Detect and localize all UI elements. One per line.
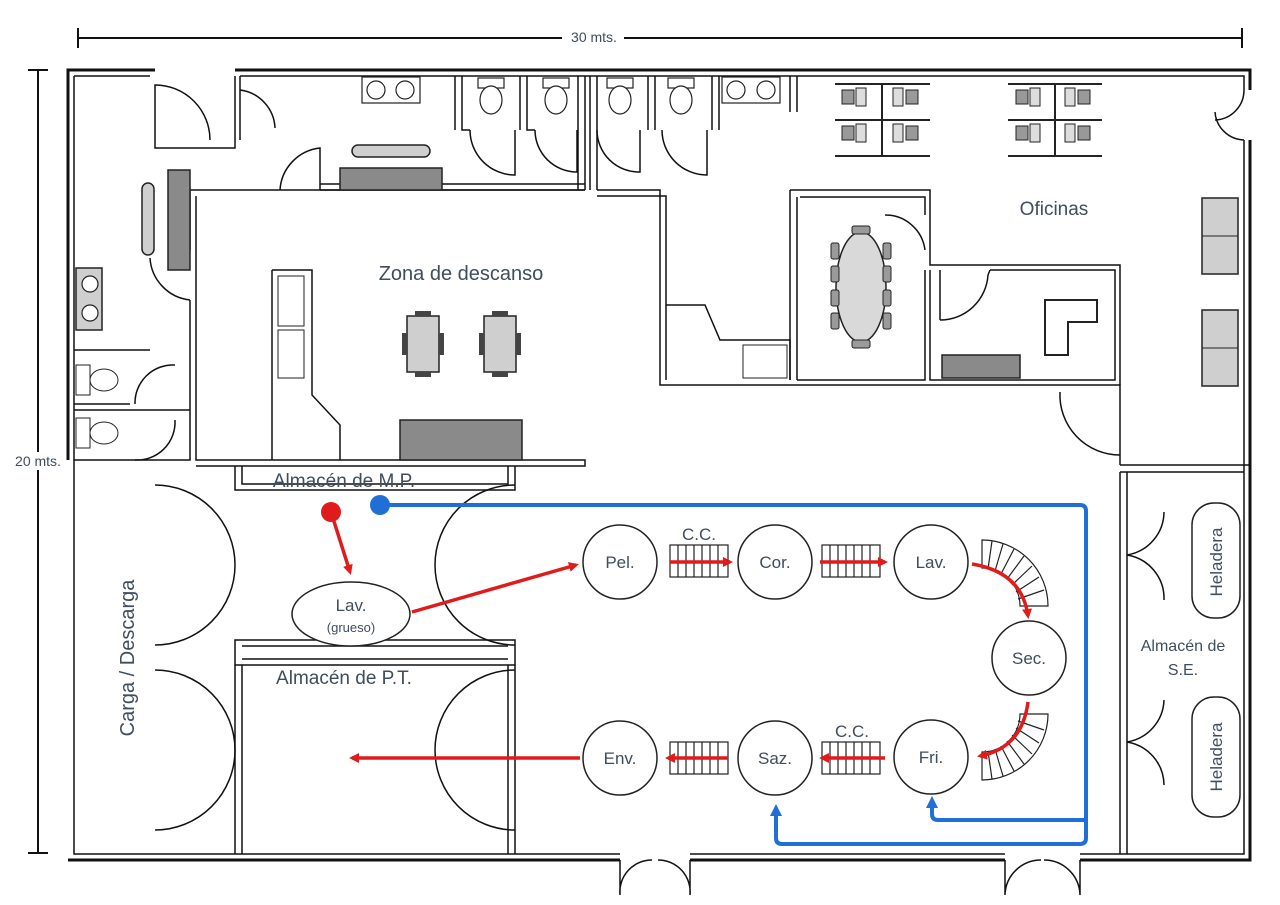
rest-table-2 bbox=[479, 311, 521, 377]
fridges: Heladera Heladera bbox=[1191, 502, 1241, 818]
curved-conveyor-top bbox=[981, 539, 1049, 607]
product-flow bbox=[329, 511, 1033, 763]
cut-label: Cor. bbox=[759, 553, 790, 572]
dry-label: Sec. bbox=[1012, 649, 1046, 668]
cubicles-left bbox=[835, 83, 930, 157]
offices-label: Oficinas bbox=[1020, 199, 1089, 220]
conveyor-bottom-label: C.C. bbox=[835, 722, 869, 741]
rest-zone-furniture bbox=[271, 269, 523, 461]
rest-table-1 bbox=[402, 311, 444, 377]
finished-storage-label: Almacén de P.T. bbox=[276, 668, 412, 689]
rest-zone-label: Zona de descanso bbox=[379, 263, 544, 285]
width-dimension: 30 mts. bbox=[77, 28, 1243, 48]
se-storage-label-1: Almacén de bbox=[1141, 638, 1226, 655]
peel-label: Pel. bbox=[605, 553, 634, 572]
office-wing bbox=[597, 83, 1245, 465]
fry-label: Fri. bbox=[919, 748, 944, 767]
wash-label: Lav. bbox=[916, 553, 947, 572]
wash-coarse-label: Lav. bbox=[336, 596, 367, 615]
curved-conveyor-bottom bbox=[981, 713, 1049, 781]
height-label: 20 mts. bbox=[15, 453, 61, 469]
loading-label: Carga / Descarga bbox=[117, 579, 139, 737]
node-dry: Sec. bbox=[991, 620, 1067, 696]
node-fry: Fri. bbox=[893, 719, 969, 795]
se-storage-label-2: S.E. bbox=[1168, 662, 1198, 679]
conveyor-top-label: C.C. bbox=[682, 525, 716, 544]
fridge-bottom bbox=[1191, 696, 1241, 818]
cubicles-right bbox=[1008, 83, 1102, 157]
fridge-bottom-label: Heladera bbox=[1207, 722, 1226, 792]
fridge-top bbox=[1191, 502, 1241, 619]
node-peel: Pel. bbox=[582, 524, 658, 600]
node-season: Saz. bbox=[737, 720, 813, 796]
node-wash-coarse: Lav. (grueso) bbox=[291, 581, 411, 647]
height-dimension: 20 mts. bbox=[6, 69, 70, 854]
raw-storage-label: Almacén de M.P. bbox=[273, 471, 415, 492]
width-label: 30 mts. bbox=[571, 29, 617, 45]
node-cut: Cor. bbox=[737, 524, 813, 600]
supply-start-dot bbox=[370, 495, 390, 515]
production-walls bbox=[154, 464, 1250, 896]
node-pack: Env. bbox=[582, 720, 658, 796]
bathrooms bbox=[320, 76, 798, 191]
wash-coarse-sub: (grueso) bbox=[327, 620, 375, 635]
exterior-walls bbox=[66, 68, 1252, 862]
season-label: Saz. bbox=[758, 749, 792, 768]
node-wash: Lav. bbox=[893, 524, 969, 600]
supply-flow bbox=[380, 503, 1088, 846]
pack-label: Env. bbox=[604, 749, 637, 768]
fridge-top-label: Heladera bbox=[1207, 527, 1226, 597]
